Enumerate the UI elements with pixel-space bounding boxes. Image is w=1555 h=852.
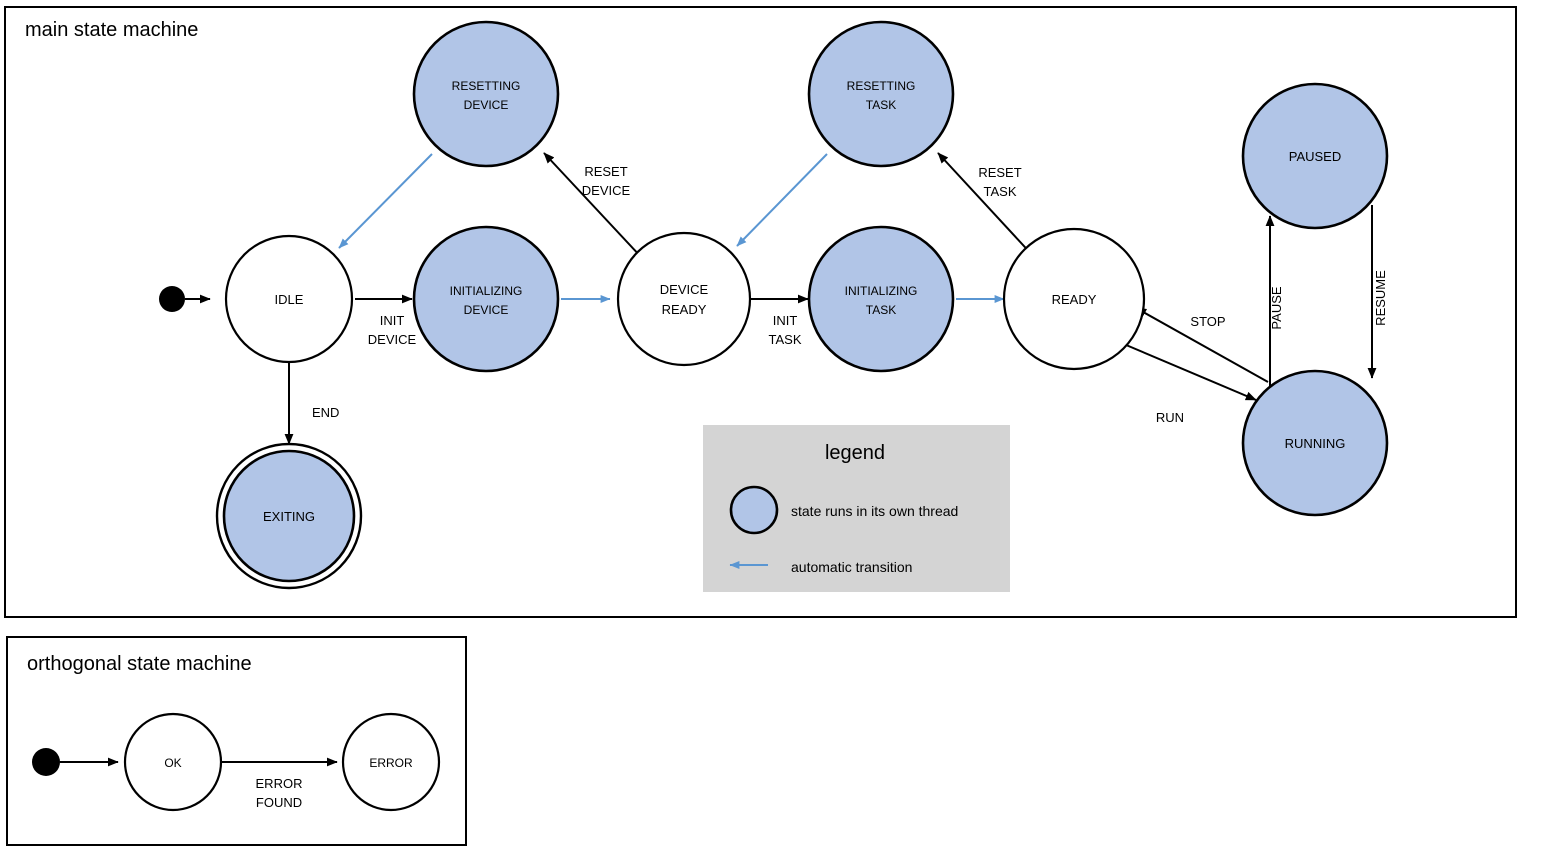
state-exiting-circle[interactable]: [222, 449, 356, 583]
state-idle-label: IDLE: [275, 292, 304, 307]
state-resetting-device[interactable]: RESETTING DEVICE: [412, 20, 560, 168]
state-resetting-device-label-line1: RESETTING: [452, 79, 521, 93]
state-initializing-task[interactable]: INITIALIZING TASK: [807, 225, 955, 373]
state-paused[interactable]: PAUSED: [1241, 82, 1389, 230]
state-ready-label: READY: [1052, 292, 1097, 307]
resetting-task-auto-arrow: [736, 153, 828, 247]
transition-reset-device: RESET DEVICE: [543, 152, 643, 259]
orthogonal-initial-state-dot: [32, 748, 60, 776]
state-ok-label: OK: [164, 756, 181, 770]
reset-device-arrow: [543, 152, 643, 259]
state-resetting-task-label-line1: RESETTING: [847, 79, 916, 93]
transition-stop: STOP: [1135, 307, 1269, 383]
state-initializing-task-label-line1: INITIALIZING: [845, 284, 918, 298]
legend-item-automatic-transition: automatic transition: [729, 559, 912, 575]
state-device-ready[interactable]: DEVICE READY: [616, 231, 752, 367]
stop-label: STOP: [1190, 314, 1225, 329]
state-resetting-task[interactable]: RESETTING TASK: [807, 20, 955, 168]
state-idle[interactable]: IDLE: [224, 234, 354, 364]
state-ok[interactable]: OK: [123, 712, 223, 812]
state-ok-circle[interactable]: [123, 712, 223, 812]
state-error-circle[interactable]: [341, 712, 441, 812]
state-paused-circle[interactable]: [1241, 82, 1389, 230]
reset-device-label-line1: RESET: [584, 164, 627, 179]
transition-init-device: INIT DEVICE: [355, 294, 417, 347]
state-error-label: ERROR: [369, 756, 413, 770]
error-found-label-line2: FOUND: [256, 795, 302, 810]
state-idle-circle[interactable]: [224, 234, 354, 364]
transition-resetting-device-auto: [338, 153, 433, 249]
transition-resume: RESUME: [1367, 205, 1388, 379]
transition-initial-to-idle: [159, 286, 211, 312]
state-initializing-device[interactable]: INITIALIZING DEVICE: [412, 225, 560, 373]
transition-orthogonal-initial-to-ok: [32, 748, 119, 776]
reset-device-label-line2: DEVICE: [582, 183, 631, 198]
legend-thread-state-swatch-icon: [729, 485, 779, 535]
state-initializing-device-label-line2: DEVICE: [464, 303, 509, 317]
state-resetting-task-label-line2: TASK: [866, 98, 896, 112]
transition-init-task: INIT TASK: [751, 294, 809, 347]
state-device-ready-label-line2: READY: [662, 302, 707, 317]
init-device-label-line2: DEVICE: [368, 332, 417, 347]
state-resetting-task-circle[interactable]: [807, 20, 955, 168]
transition-end: END: [284, 361, 339, 445]
orthogonal-panel-title: orthogonal state machine: [27, 653, 252, 675]
transition-resetting-task-auto: [736, 153, 828, 247]
resume-label: RESUME: [1373, 270, 1388, 326]
reset-task-label-line1: RESET: [978, 165, 1021, 180]
resetting-device-auto-arrow: [338, 153, 433, 249]
state-exiting-label: EXITING: [263, 509, 315, 524]
init-task-label-line2: TASK: [769, 332, 802, 347]
state-resetting-device-circle[interactable]: [412, 20, 560, 168]
state-resetting-device-label-line2: DEVICE: [464, 98, 509, 112]
init-device-label-line1: INIT: [380, 313, 405, 328]
state-device-ready-circle[interactable]: [616, 231, 752, 367]
state-device-ready-label-line1: DEVICE: [660, 282, 709, 297]
transition-error-found: ERROR FOUND: [221, 757, 338, 810]
run-arrow: [1118, 341, 1257, 401]
pause-label: PAUSE: [1269, 286, 1284, 329]
state-paused-label: PAUSED: [1289, 149, 1342, 164]
end-label: END: [312, 405, 339, 420]
initial-state-dot: [159, 286, 185, 312]
legend-item-0-text: state runs in its own thread: [791, 503, 958, 519]
state-initializing-device-circle[interactable]: [412, 225, 560, 373]
transition-reset-task: RESET TASK: [937, 152, 1036, 259]
transition-run: RUN: [1118, 341, 1257, 425]
stop-arrow: [1135, 307, 1269, 383]
state-running-label: RUNNING: [1285, 436, 1346, 451]
legend-item-1-text: automatic transition: [791, 559, 912, 575]
state-initializing-device-label-line1: INITIALIZING: [450, 284, 523, 298]
error-found-label-line1: ERROR: [256, 776, 303, 791]
main-panel-title: main state machine: [25, 19, 198, 41]
legend: legend state runs in its own thread auto…: [703, 425, 1010, 592]
reset-task-arrow: [937, 152, 1036, 259]
legend-item-thread-state: state runs in its own thread: [729, 485, 958, 535]
run-label: RUN: [1156, 410, 1184, 425]
state-initializing-task-circle[interactable]: [807, 225, 955, 373]
state-initializing-task-label-line2: TASK: [866, 303, 896, 317]
init-task-label-line1: INIT: [773, 313, 798, 328]
state-exiting[interactable]: EXITING: [215, 442, 363, 590]
state-ready[interactable]: READY: [1002, 227, 1146, 371]
state-running-circle[interactable]: [1241, 369, 1389, 517]
reset-task-label-line2: TASK: [984, 184, 1017, 199]
state-running[interactable]: RUNNING: [1241, 369, 1389, 517]
state-error[interactable]: ERROR: [341, 712, 441, 812]
state-ready-circle[interactable]: [1002, 227, 1146, 371]
legend-title: legend: [825, 442, 885, 464]
transition-pause: PAUSE: [1265, 215, 1284, 388]
